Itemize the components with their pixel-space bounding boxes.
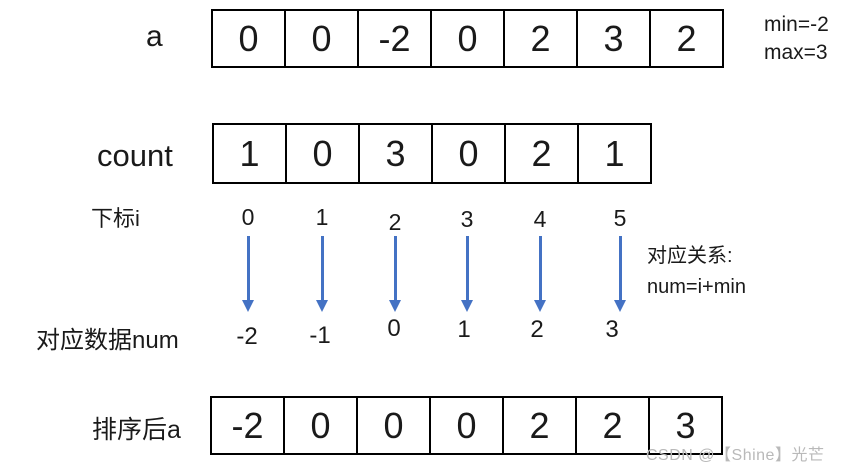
- num-value: 0: [387, 315, 401, 342]
- index-value: 0: [241, 204, 255, 230]
- array-a-label: a: [146, 20, 163, 53]
- index-value: 2: [388, 209, 402, 235]
- down-arrow-icon: [461, 236, 473, 312]
- down-arrow-icon: [242, 236, 254, 312]
- array-count-label: count: [97, 138, 173, 173]
- array-a-cell: 2: [503, 9, 578, 68]
- array-sorted-cell: 2: [502, 396, 577, 455]
- index-value: 1: [315, 204, 329, 230]
- num-value: 2: [530, 316, 544, 343]
- array-count-cell: 1: [212, 123, 287, 184]
- num-value: -1: [309, 322, 331, 349]
- array-sorted-cell: 0: [356, 396, 431, 455]
- index-value: 4: [533, 206, 547, 232]
- index-value: 3: [460, 206, 474, 232]
- index-row-label: 下标i: [91, 206, 140, 231]
- index-value: 5: [613, 205, 627, 231]
- array-sorted-label: 排序后a: [92, 416, 181, 444]
- array-sorted: -2 0 0 0 2 2 3: [210, 396, 723, 455]
- array-a-cell: 3: [576, 9, 651, 68]
- array-sorted-cell: 0: [429, 396, 504, 455]
- csdn-watermark: CSDN @【Shine】光芒: [646, 447, 825, 464]
- array-count-cell: 2: [504, 123, 579, 184]
- mapping-note: 对应关系: num=i+min: [647, 241, 746, 303]
- num-value: -2: [236, 323, 258, 350]
- array-count-cell: 3: [358, 123, 433, 184]
- array-count-cell: 0: [431, 123, 506, 184]
- array-count: 1 0 3 0 2 1: [212, 123, 652, 184]
- array-a-cell: 0: [430, 9, 505, 68]
- down-arrow-icon: [534, 236, 546, 312]
- min-value: min=-2: [764, 13, 829, 36]
- array-sorted-cell: -2: [210, 396, 285, 455]
- down-arrow-icon: [614, 236, 626, 312]
- down-arrow-icon: [316, 236, 328, 312]
- array-sorted-cell: 0: [283, 396, 358, 455]
- mapping-note-title: 对应关系:: [647, 245, 733, 267]
- max-value: max=3: [764, 41, 828, 64]
- num-value: 1: [457, 316, 471, 343]
- array-count-cell: 1: [577, 123, 652, 184]
- array-count-cell: 0: [285, 123, 360, 184]
- array-sorted-cell: 3: [648, 396, 723, 455]
- min-max-note: min=-2 max=3: [764, 11, 829, 67]
- array-a-cell: 0: [284, 9, 359, 68]
- array-sorted-cell: 2: [575, 396, 650, 455]
- num-row-label: 对应数据num: [36, 327, 179, 354]
- num-value: 3: [605, 316, 619, 343]
- array-a-cell: -2: [357, 9, 432, 68]
- down-arrow-icon: [389, 236, 401, 312]
- mapping-note-formula: num=i+min: [647, 276, 746, 298]
- array-a-cell: 0: [211, 9, 286, 68]
- array-a-cell: 2: [649, 9, 724, 68]
- array-a: 0 0 -2 0 2 3 2: [211, 9, 724, 68]
